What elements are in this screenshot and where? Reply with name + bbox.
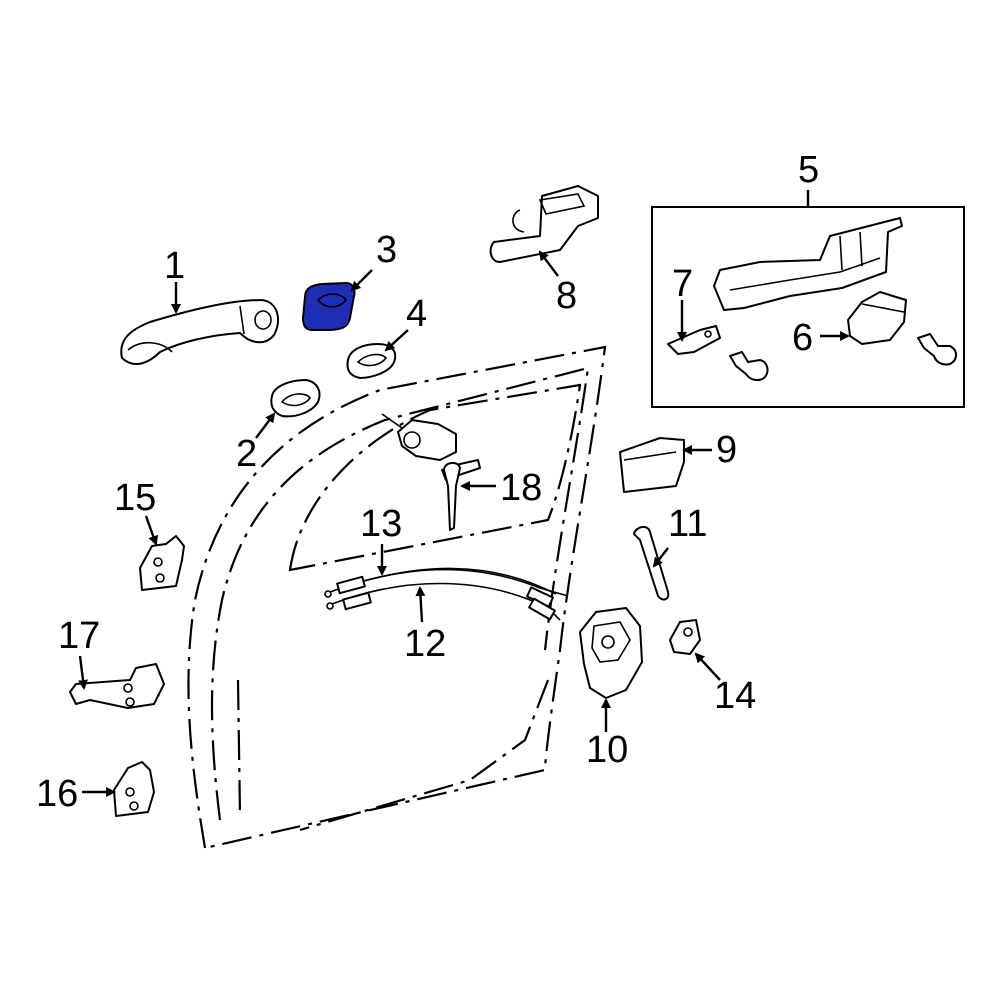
bolt-2	[917, 333, 957, 366]
bolt-1	[729, 351, 769, 382]
callout-15: 15	[114, 477, 156, 519]
callout-13: 13	[360, 503, 402, 545]
striker	[669, 619, 701, 655]
callout-2: 2	[236, 433, 257, 475]
callout-11: 11	[668, 503, 707, 545]
bracket	[667, 325, 721, 355]
outside-handle	[120, 299, 279, 366]
callout-8: 8	[556, 275, 577, 317]
callout-1: 1	[164, 245, 185, 287]
callout-16: 16	[36, 773, 78, 815]
callout-7: 7	[672, 263, 693, 305]
lock-cylinder	[381, 413, 481, 531]
callout-labels: 1 2 3 4 5 6 7 8 9 10 11 12 13 14 15 16 1…	[36, 149, 819, 815]
callout-10: 10	[586, 729, 628, 771]
door-check	[69, 663, 165, 709]
inside-handle	[489, 185, 599, 263]
trim-piece	[619, 437, 685, 493]
cables	[324, 567, 569, 621]
group-box-5	[651, 206, 965, 408]
door-outline	[187, 345, 607, 850]
callout-6: 6	[792, 317, 813, 359]
callout-12: 12	[404, 623, 446, 665]
sensor	[847, 291, 907, 345]
callout-9: 9	[716, 429, 737, 471]
handle-frame	[713, 217, 903, 311]
callout-3: 3	[376, 229, 397, 271]
callout-18: 18	[500, 467, 542, 509]
door-latch	[579, 607, 643, 699]
callout-4: 4	[406, 293, 427, 335]
callout-5: 5	[798, 149, 819, 191]
handle-pad	[346, 343, 397, 379]
leader-lines	[78, 250, 850, 797]
callout-14: 14	[714, 675, 756, 717]
hinge-lower	[113, 761, 155, 817]
hinge-upper	[139, 535, 185, 591]
handle-pad-2	[270, 379, 321, 418]
callout-17: 17	[58, 615, 100, 657]
rod	[633, 526, 670, 601]
handle-cover-highlighted	[301, 281, 356, 331]
